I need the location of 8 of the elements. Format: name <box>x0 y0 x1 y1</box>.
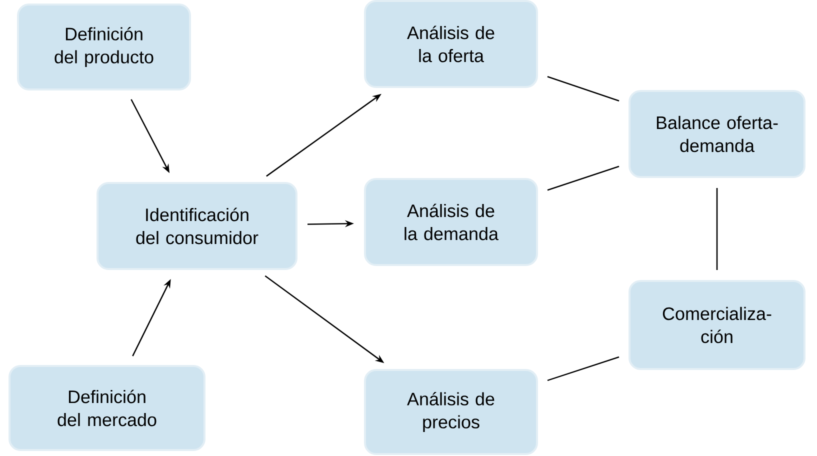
process-box: Análisis de la demanda <box>364 178 538 266</box>
process-box: Identificación del consumidor <box>96 182 298 270</box>
process-box: Análisis de la oferta <box>364 0 538 88</box>
process-box: Balance oferta-demanda <box>628 90 806 178</box>
process-box: Definición del producto <box>17 4 191 90</box>
process-box: Análisis de precios <box>364 369 538 455</box>
process-box: Definición del mercado <box>8 365 206 451</box>
process-box: Comercializa- ción <box>628 280 806 370</box>
